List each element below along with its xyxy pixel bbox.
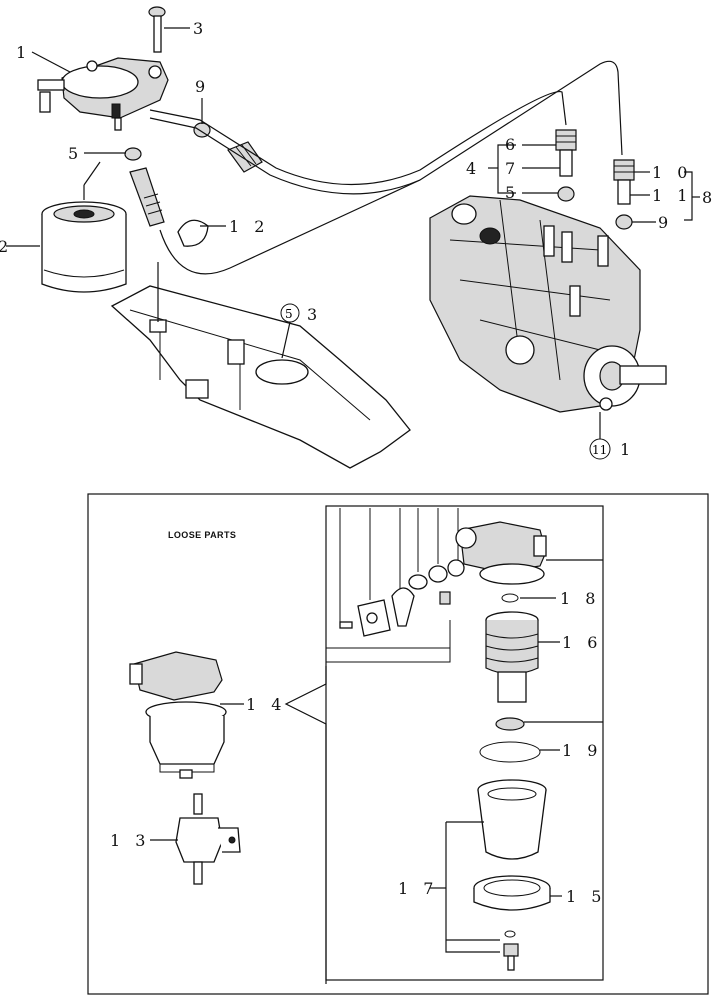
- filter-assembly-part-14: [129, 651, 227, 779]
- detail-element-16: [485, 611, 539, 703]
- callout-9: 9: [195, 77, 210, 96]
- fuel-line-return: [159, 179, 421, 275]
- detail-spring: [447, 559, 465, 577]
- loose-parts-frame: [87, 493, 709, 995]
- fuel-hose-lower: [129, 167, 165, 227]
- callout-5-3: 3: [307, 305, 322, 324]
- detail-small-o-ring: [504, 930, 516, 938]
- bolt-part-3: [148, 6, 166, 53]
- fuel-line-main: [149, 60, 623, 195]
- detail-o-ring-19: [479, 741, 541, 763]
- callout-15: 1 5: [566, 887, 606, 906]
- detail-washer: [408, 574, 428, 590]
- detail-ring-nut-15: [473, 875, 551, 911]
- callout-5-right: 5: [505, 183, 520, 202]
- clip-part-9-right: [615, 214, 633, 230]
- clip-part-5-right: [557, 186, 575, 202]
- callout-1: 1: [16, 43, 31, 62]
- injection-pump: [429, 195, 667, 413]
- callout-3-bolt: 3: [193, 19, 208, 38]
- circled-ref-5-text: 5: [285, 307, 293, 321]
- callout-5: 5: [68, 144, 83, 163]
- detail-filter-head: [455, 521, 547, 585]
- mounting-bracket: [110, 262, 411, 469]
- callout-18: 1 8: [560, 589, 600, 608]
- hose-clip-part-5: [124, 147, 142, 161]
- callout-11: 1 1: [652, 186, 692, 205]
- detail-drain-plug: [503, 943, 519, 971]
- callout-16: 1 6: [562, 633, 602, 652]
- inline-filter-part-13: [175, 793, 241, 885]
- detail-bowl-17: [477, 779, 547, 860]
- callout-7: 7: [505, 159, 520, 178]
- callout-12: 1 2: [229, 217, 269, 236]
- callout-4: 4: [466, 159, 481, 178]
- callout-14: 1 4: [246, 695, 286, 714]
- detail-seal: [495, 717, 525, 731]
- hose-clamp-part-12: [177, 219, 209, 247]
- fuel-hose-short: [227, 141, 263, 173]
- detail-o-ring-18: [501, 593, 519, 603]
- callout-10: 1 0: [652, 163, 692, 182]
- filter-head-assembly: [37, 57, 169, 131]
- hose-fitting-part-10: [613, 159, 635, 205]
- callout-11-1: 1: [620, 440, 635, 459]
- detail-lever: [391, 587, 415, 627]
- filter-cartridge-part-2: [41, 201, 127, 293]
- callout-8: 8: [702, 188, 716, 207]
- callout-6: 6: [505, 135, 520, 154]
- callout-13: 1 3: [110, 831, 150, 850]
- callout-2: 2: [0, 237, 13, 256]
- detail-screw: [439, 591, 451, 605]
- circled-ref-11-text: 11: [592, 443, 607, 457]
- detail-o-ring: [428, 565, 448, 583]
- callout-19: 1 9: [562, 741, 602, 760]
- detail-bracket-plate: [339, 599, 391, 637]
- callout-9-right: 9: [658, 213, 673, 232]
- callout-17: 1 7: [398, 879, 438, 898]
- loose-parts-caption: LOOSE PARTS: [168, 530, 236, 540]
- bracket-set-leaders: [326, 508, 459, 663]
- hose-fitting-part-6: [555, 129, 577, 177]
